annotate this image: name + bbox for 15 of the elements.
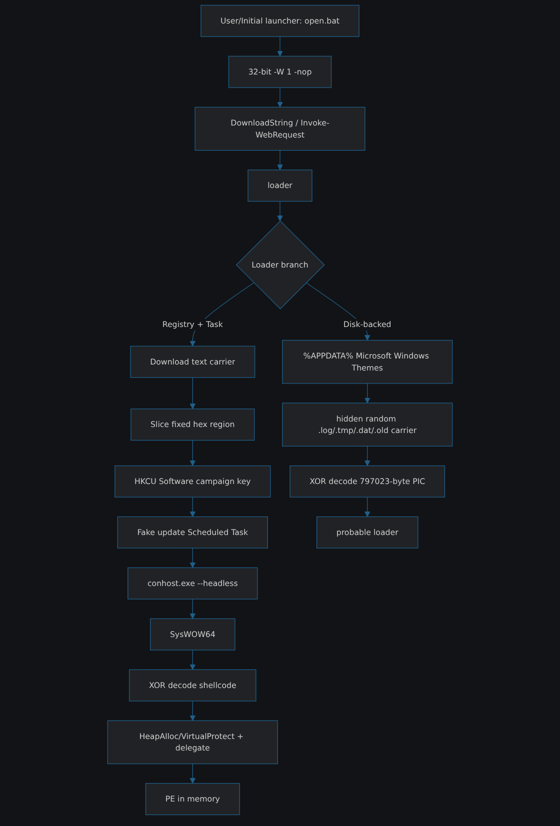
arrow xyxy=(190,700,196,721)
arrow xyxy=(277,87,283,108)
arrow xyxy=(364,383,370,404)
arrow xyxy=(190,598,196,619)
arrow xyxy=(277,150,283,170)
arrow xyxy=(364,496,370,517)
arrow xyxy=(190,650,196,670)
arrow xyxy=(277,36,283,56)
arrow xyxy=(190,763,196,784)
arrow xyxy=(190,548,196,568)
arrow xyxy=(190,440,196,466)
arrow xyxy=(190,377,196,410)
arrow xyxy=(277,200,283,222)
arrow xyxy=(190,496,196,517)
arrow xyxy=(364,446,370,466)
